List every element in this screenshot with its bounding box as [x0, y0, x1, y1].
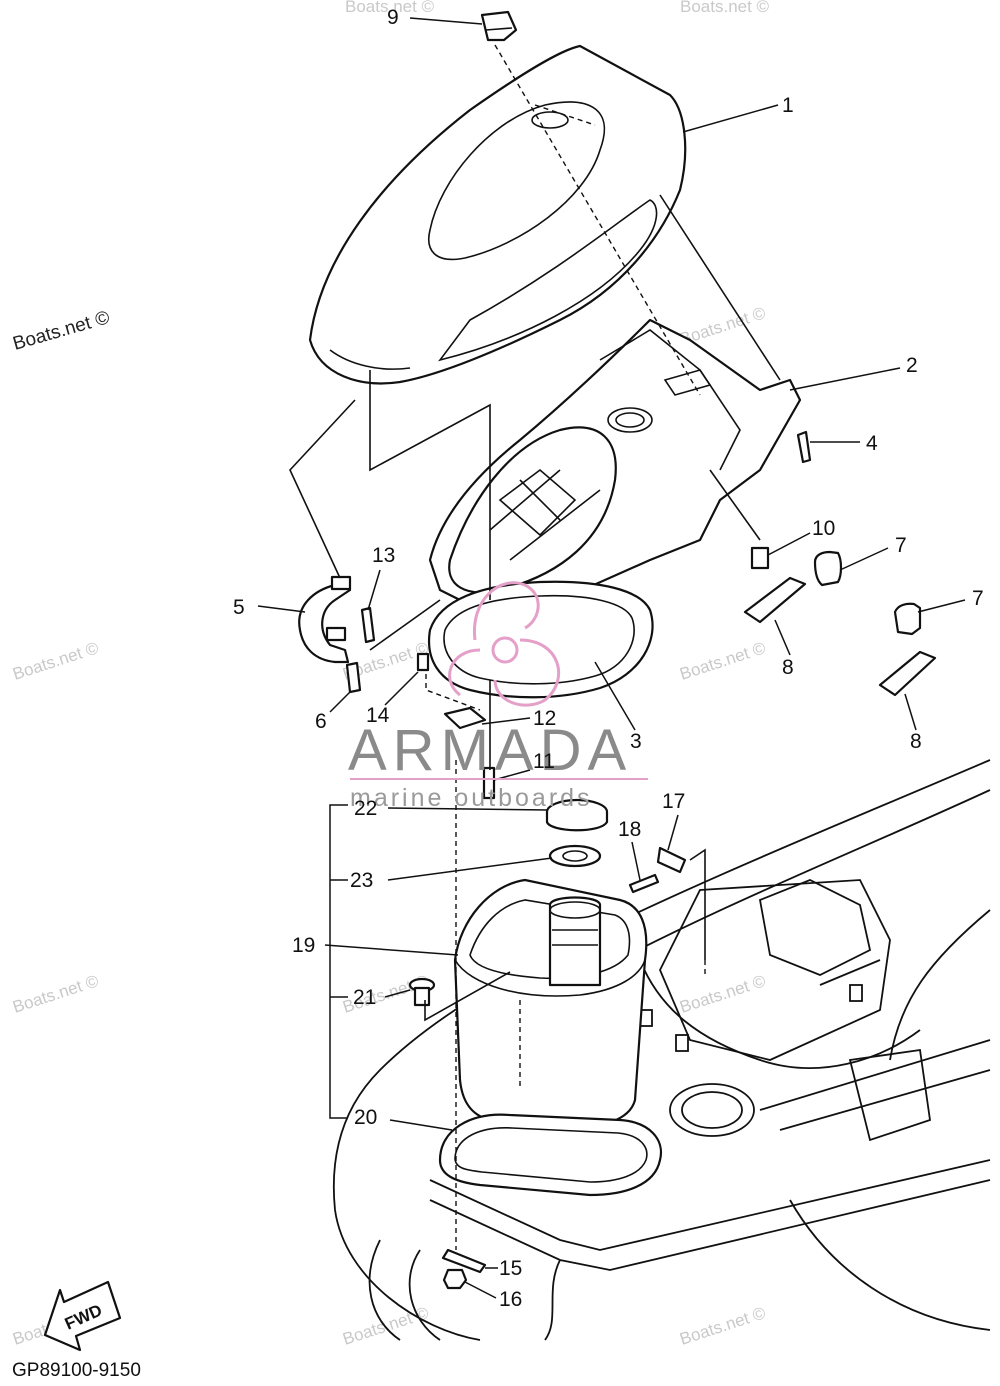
- leader-7a: [839, 547, 889, 571]
- callout-14: 14: [366, 704, 390, 727]
- fastener-14: [416, 652, 430, 672]
- brand-underline: [350, 778, 648, 780]
- watermark-faint: Boats.net ©: [680, 0, 770, 16]
- callout-21: 21: [353, 986, 376, 1009]
- leader-14: [384, 671, 419, 706]
- clip-12: [443, 706, 487, 730]
- callouts: 1 2 3 4 5 6 7 7 8 8 9 10 11 12 13 14 15 …: [233, 6, 984, 1311]
- fasteners: [345, 430, 812, 894]
- pad-8a: [743, 576, 807, 624]
- brand-tagline: marine outboards: [350, 784, 593, 812]
- cap-part: [480, 10, 518, 42]
- callout-1: 1: [782, 94, 794, 117]
- fwd-arrow-icon: FWD: [43, 1280, 122, 1352]
- callout-7: 7: [895, 534, 907, 557]
- callout-2: 2: [906, 354, 918, 377]
- callout-10: 10: [812, 517, 835, 540]
- callout-20: 20: [354, 1106, 377, 1129]
- pin-18: [628, 873, 660, 894]
- fastener-4: [796, 430, 812, 464]
- washer-23: [548, 844, 602, 868]
- gasket-part: [427, 580, 654, 699]
- leader-23: [387, 857, 553, 881]
- strap-part: [298, 575, 352, 664]
- leader-8a: [774, 619, 791, 656]
- leader-5: [257, 605, 306, 613]
- storage-box-part: [453, 878, 648, 1130]
- leader-17: [667, 814, 679, 851]
- callout-4: 4: [866, 432, 878, 455]
- callout-22: 22: [354, 797, 377, 820]
- leader-9: [409, 17, 483, 25]
- callout-5: 5: [233, 596, 245, 619]
- pads: [743, 550, 937, 697]
- callout-16: 16: [499, 1288, 522, 1311]
- leader-16: [464, 1281, 497, 1299]
- cap-22: [545, 798, 609, 832]
- watermark-faint: Boats.net ©: [677, 971, 768, 1017]
- leader-13: [367, 569, 381, 611]
- brand-watermark: ARMADA marine outboards: [348, 581, 648, 812]
- leader-22: [387, 807, 548, 811]
- callout-3: 3: [630, 730, 642, 753]
- callout-17: 17: [662, 790, 685, 813]
- leader-lines: [257, 17, 966, 1299]
- assembly-lines: [289, 44, 781, 1250]
- fastener-13: [360, 606, 376, 644]
- callout-9: 9: [387, 6, 399, 29]
- hull-body: [332, 759, 991, 1341]
- callout-15: 15: [499, 1257, 522, 1280]
- leader-19: [324, 944, 459, 956]
- leader-12: [481, 717, 531, 725]
- callout-12: 12: [533, 707, 556, 730]
- watermark-faint: Boats.net ©: [10, 638, 101, 684]
- callout-8: 8: [910, 730, 922, 753]
- plate-15: [441, 1248, 487, 1274]
- leader-21: [384, 989, 411, 998]
- leader-8b: [904, 693, 917, 731]
- brand-logo-icon: [448, 581, 561, 707]
- leader-6: [329, 691, 351, 713]
- pad-7b: [893, 602, 922, 636]
- brand-logo-hub-icon: [491, 636, 519, 664]
- callout-8: 8: [782, 656, 794, 679]
- watermark-faint: Boats.net ©: [10, 971, 101, 1017]
- leader-1: [682, 104, 779, 133]
- watermark-faint: Boats.net ©: [345, 0, 435, 16]
- cover-part: [308, 44, 687, 385]
- brand-name: ARMADA: [348, 718, 632, 783]
- leader-7b: [917, 599, 966, 613]
- leader-10: [767, 532, 811, 556]
- leader-20: [389, 1119, 453, 1131]
- fastener-10: [750, 546, 770, 570]
- callout-6: 6: [315, 710, 327, 733]
- diagram-code: GP89100-9150: [12, 1360, 141, 1381]
- callout-11: 11: [533, 750, 555, 773]
- fastener-6: [345, 661, 362, 694]
- clip-17: [656, 846, 687, 874]
- callout-19: 19: [292, 934, 315, 957]
- pad-7a: [813, 550, 843, 587]
- leader-18: [631, 841, 641, 881]
- watermark-faint: Boats.net ©: [677, 638, 768, 684]
- leader-2: [789, 367, 901, 391]
- callout-7: 7: [972, 587, 984, 610]
- pad-8b: [878, 650, 937, 697]
- deck-frame-part: [428, 318, 802, 612]
- leader-3: [594, 661, 636, 731]
- callout-23: 23: [350, 869, 373, 892]
- bracket-group: [329, 804, 348, 1119]
- callout-13: 13: [372, 544, 395, 567]
- watermark-site: Boats.net ©: [11, 307, 112, 355]
- nut-16: [442, 1268, 468, 1290]
- watermark-faint: Boats.net ©: [340, 1303, 431, 1349]
- callout-18: 18: [618, 818, 641, 841]
- watermark-faint: Boats.net ©: [677, 1303, 768, 1349]
- seal-part: [438, 1113, 663, 1197]
